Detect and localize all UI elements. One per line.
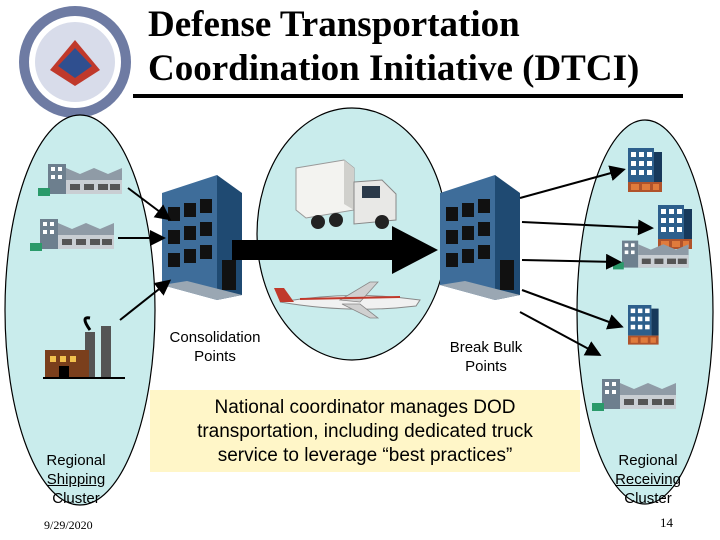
label-line: Points (150, 347, 280, 366)
label-line: Consolidation (150, 328, 280, 347)
note-box: National coordinator manages DOD transpo… (150, 390, 580, 472)
title-line-1: Defense Transportation (148, 4, 688, 46)
title-underline (133, 94, 683, 98)
consolidation-building-icon (162, 175, 242, 300)
transport-ellipse (257, 108, 447, 360)
label-line: Regional (598, 451, 698, 470)
footer-date: 9/29/2020 (44, 518, 93, 533)
receiving-building-icon (658, 205, 692, 249)
page-number: 14 (660, 515, 673, 531)
label-line: Break Bulk (420, 338, 552, 357)
break-bulk-points-label: Break Bulk Points (420, 338, 552, 376)
receiving-cluster-label: Regional Receiving Cluster (598, 451, 698, 508)
note-line: National coordinator manages DOD (150, 396, 580, 420)
label-line: Shipping (28, 470, 124, 489)
receiving-building-icon (628, 305, 659, 345)
seal-logo (19, 6, 131, 118)
note-line: service to leverage “best practices” (150, 444, 580, 468)
label-line: Points (420, 357, 552, 376)
consolidation-points-label: Consolidation Points (150, 328, 280, 366)
label-line: Cluster (28, 489, 124, 508)
title-line-2: Coordination Initiative (DTCI) (148, 48, 688, 90)
receiving-building-icon (628, 148, 662, 192)
breakbulk-building-icon (440, 175, 520, 300)
note-line: transportation, including dedicated truc… (150, 420, 580, 444)
label-line: Regional (28, 451, 124, 470)
label-line: Receiving (598, 470, 698, 489)
shipping-cluster-label: Regional Shipping Cluster (28, 451, 124, 508)
label-line: Cluster (598, 489, 698, 508)
